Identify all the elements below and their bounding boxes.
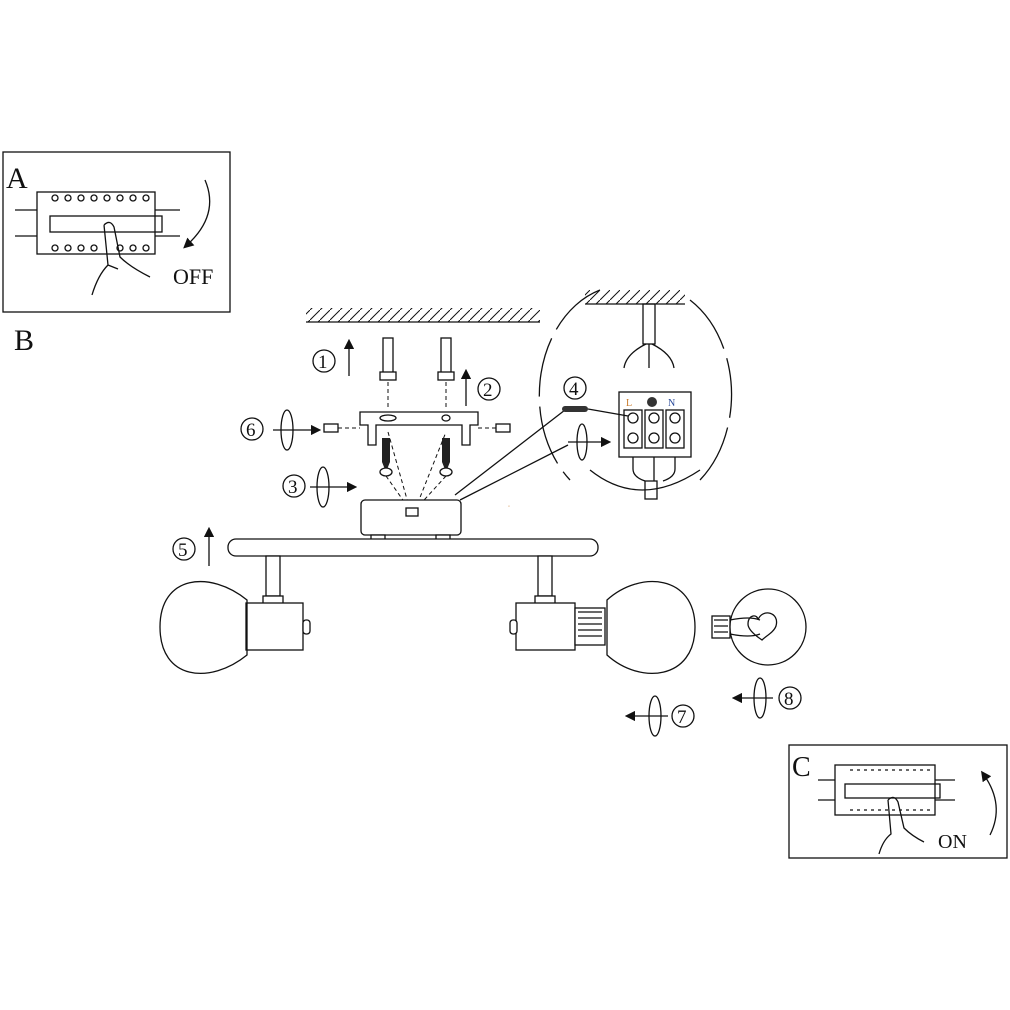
ceiling [306, 308, 540, 323]
step-4-marker [563, 376, 587, 400]
stray-mark: ◦ [508, 504, 510, 510]
step-3-number: 3 [288, 477, 298, 498]
mesh-shade [159, 580, 248, 674]
panel-c-letter: C [792, 752, 811, 783]
terminal-neutral-label: N [668, 398, 675, 409]
wall-plug-icon [379, 337, 455, 381]
hand-icon [878, 796, 925, 855]
terminal-block: L N [618, 391, 692, 458]
lamp-bar [227, 538, 599, 557]
step-2-number: 2 [483, 380, 493, 401]
panel-a-switch-off: A OFF [2, 151, 231, 313]
on-label: ON [938, 831, 967, 853]
lamp-holder-thread [574, 607, 606, 646]
terminal-live-label: L [626, 398, 632, 409]
step-7-marker: 7 [624, 695, 695, 737]
supply-cable [642, 303, 656, 345]
off-label: OFF [173, 264, 213, 289]
step-1-marker: 1 [312, 338, 355, 376]
step-7-number: 7 [677, 707, 687, 728]
hand-icon [91, 221, 151, 296]
breaker-panel-icon [15, 191, 180, 255]
panel-c-switch-on: C ON [788, 744, 1008, 859]
spotlight-left [159, 555, 311, 674]
mounting-bracket [323, 411, 511, 446]
step-8-number: 8 [784, 689, 794, 710]
step-8-marker: 8 [731, 677, 802, 719]
rotate-down-arrow-icon [183, 179, 211, 249]
step-6-number: 6 [246, 420, 256, 441]
light-bulb-icon [711, 588, 807, 666]
wiring-detail: L N 4 [538, 289, 733, 500]
step-3-marker: 3 [282, 466, 358, 508]
step-5-number: 5 [178, 540, 188, 561]
screwdriver-icon [562, 406, 629, 417]
step-6-marker: 6 [240, 409, 322, 451]
earth-icon [647, 397, 657, 407]
panel-a-letter: A [6, 162, 28, 195]
step-4-number: 4 [569, 379, 579, 400]
step-2-marker: 2 [460, 368, 501, 406]
rotate-up-arrow-icon [981, 770, 997, 836]
canopy [360, 499, 462, 541]
step-5-marker: 5 [172, 526, 215, 566]
spotlight-right [509, 555, 696, 674]
step-1-number: 1 [318, 352, 328, 373]
panel-b-letter: B [14, 324, 34, 357]
breaker-panel-icon [818, 764, 955, 816]
mesh-shade [606, 580, 696, 674]
